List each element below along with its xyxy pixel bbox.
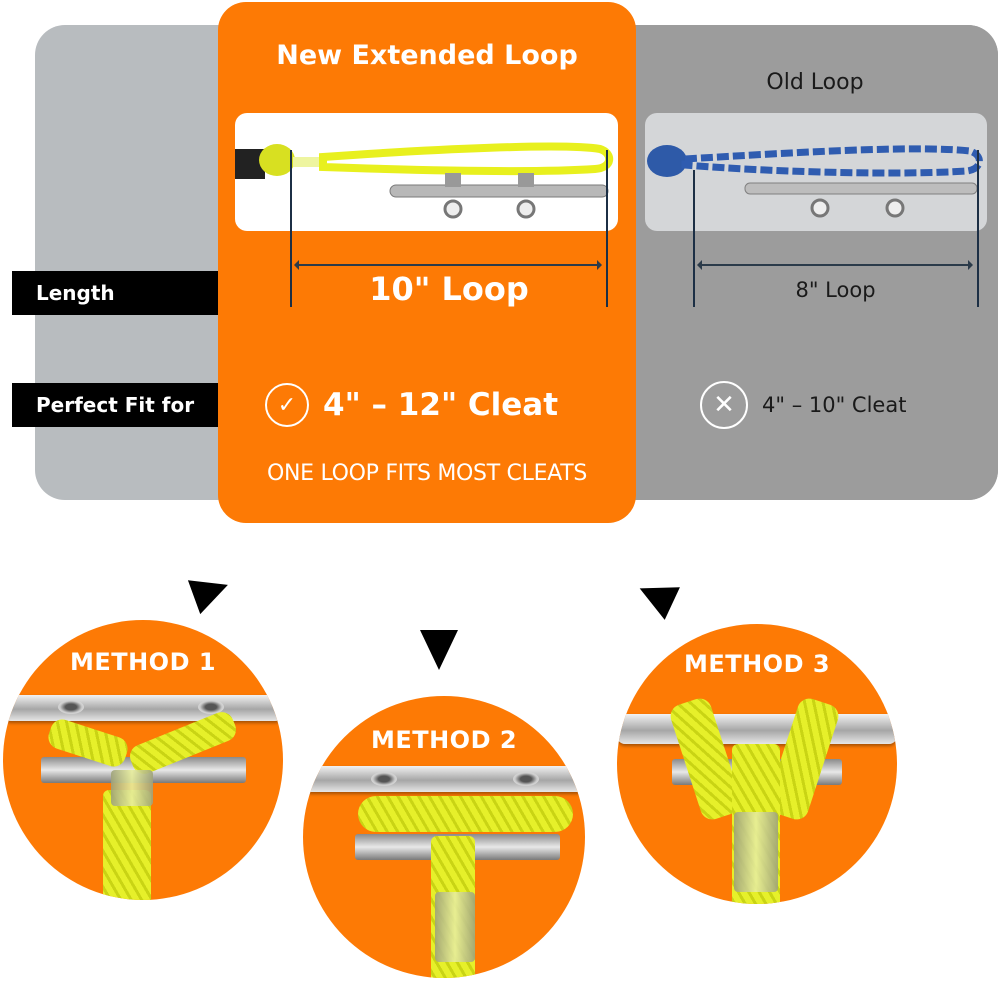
old-loop-illustration [647, 145, 983, 218]
method-1-label: METHOD 1 [69, 648, 217, 676]
new-fit-range-text: 4" – 12" Cleat [323, 387, 559, 423]
pointer-arrow-icon [187, 567, 235, 615]
check-circle-icon: ✓ [265, 383, 309, 427]
new-loop-dimension-arrow [294, 260, 602, 270]
row-label-length: Length [12, 271, 218, 315]
old-loop-dimension-arrow [697, 260, 973, 270]
new-loop-illustration [235, 142, 614, 219]
method-3-label: METHOD 3 [683, 650, 831, 678]
rope [358, 796, 573, 832]
new-fit-range: ✓ 4" – 12" Cleat [265, 383, 558, 427]
rope-sleeve [111, 770, 153, 806]
cleat-post [518, 173, 534, 187]
rope-loop [319, 142, 614, 176]
cleat-hole [513, 772, 539, 786]
rope-knot [259, 144, 295, 176]
cleat [389, 184, 609, 198]
new-loop-card [218, 2, 636, 523]
cleat-hole [810, 198, 830, 218]
new-loop-dimension-end [606, 150, 608, 307]
cleat-hole [516, 199, 536, 219]
x-circle-icon: ✕ [700, 381, 748, 429]
old-loop-title: Old Loop [766, 70, 864, 95]
old-loop-panel [636, 25, 998, 500]
new-loop-length: 10" Loop [369, 270, 529, 308]
cleat-post [445, 173, 461, 187]
rope [103, 790, 151, 900]
new-loop-title: New Extended Loop [276, 40, 578, 71]
pointer-arrow-icon [420, 630, 458, 670]
rope-sleeve [293, 157, 323, 167]
cleat [3, 695, 283, 721]
old-loop-length: 8" Loop [795, 278, 876, 302]
cleat-hole [58, 700, 84, 714]
cleat [617, 714, 897, 744]
rope-sleeve [734, 812, 778, 892]
old-loop-dimension-end [977, 150, 979, 307]
cleat-hole [371, 772, 397, 786]
cleat [303, 766, 585, 792]
old-fit-range: ✕ 4" – 10" Cleat [700, 381, 907, 429]
cleat-hole [198, 700, 224, 714]
method-2-label: METHOD 2 [370, 726, 518, 754]
pointer-arrow-icon [632, 572, 680, 620]
new-loop-dimension-start [290, 150, 292, 307]
rope-loop [681, 145, 983, 177]
cleat-hole [885, 198, 905, 218]
row-label-fit: Perfect Fit for [12, 383, 218, 427]
old-loop-dimension-start [693, 170, 695, 307]
method-3-circle: METHOD 3 [617, 624, 897, 904]
cleat [744, 182, 978, 195]
new-loop-photo [235, 113, 618, 231]
method-1-circle: METHOD 1 [3, 620, 283, 900]
old-loop-photo [645, 113, 987, 231]
tagline: ONE LOOP FITS MOST CLEATS [266, 461, 588, 486]
cleat-hole [443, 199, 463, 219]
rope-knot [647, 145, 687, 177]
method-2-circle: METHOD 2 [303, 696, 585, 978]
old-fit-range-text: 4" – 10" Cleat [762, 393, 907, 417]
rope-sleeve [435, 892, 475, 962]
